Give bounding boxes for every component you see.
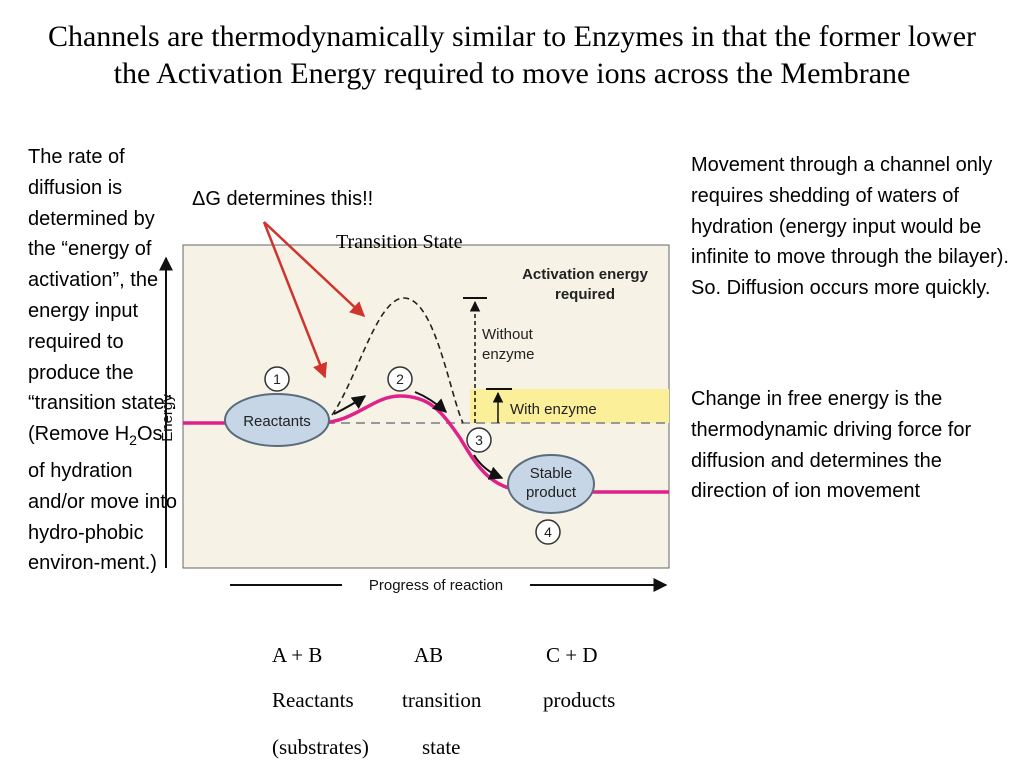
y-axis-label: Energy — [159, 394, 176, 442]
without-enzyme-label-2: enzyme — [482, 346, 535, 363]
eq-ab: AB — [414, 643, 444, 667]
channel-paragraph: Movement through a channel only requires… — [691, 154, 1009, 300]
without-enzyme-label-1: Without — [482, 326, 534, 343]
step-3-circle — [466, 427, 492, 453]
red-arrow-to-peak — [263, 221, 366, 318]
eq-a-plus-b: A + B — [272, 643, 323, 667]
red-arrow-to-reactants — [262, 221, 328, 379]
step-3-label: 3 — [475, 432, 483, 448]
uncatalyzed-curve — [325, 297, 464, 424]
transition-state-label: Transition State — [336, 231, 463, 253]
delta-g-annotation: ΔG determines this!! — [192, 188, 374, 210]
reactants-label: Reactants — [243, 413, 311, 430]
left-text-part2: Os of hydration and/or move into hydro-p… — [28, 423, 177, 575]
step-1-label: 1 — [273, 371, 281, 387]
eq-reactants: Reactants — [272, 688, 354, 712]
eq-state: state — [422, 735, 461, 759]
left-description: The rate of diffusion is determined by t… — [28, 142, 178, 579]
product-label-2: product — [526, 484, 577, 501]
eq-c-plus-d: C + D — [546, 643, 598, 667]
eq-substrates: (substrates) — [272, 735, 369, 759]
step-1-circle — [264, 366, 290, 392]
product-label-1: Stable — [530, 465, 573, 482]
step-4-label: 4 — [544, 524, 552, 540]
step-2-label: 2 — [396, 371, 404, 387]
with-enzyme-label: With enzyme — [510, 401, 597, 418]
flow-arrow-3 — [473, 454, 504, 480]
eq-products: products — [543, 688, 616, 712]
flow-arrow-1 — [333, 395, 367, 415]
eq-transition: transition — [402, 688, 482, 712]
product-bubble — [507, 454, 595, 514]
step-2-circle — [387, 366, 413, 392]
slide-title: Channels are thermodynamically similar t… — [47, 20, 977, 90]
x-axis-label: Progress of reaction — [369, 577, 503, 594]
left-text-part1: The rate of diffusion is determined by t… — [28, 146, 177, 446]
subscript-two: 2 — [129, 432, 137, 449]
activation-header-2: required — [555, 286, 615, 303]
activation-header-1: Activation energy — [522, 266, 649, 283]
free-energy-paragraph: Change in free energy is the thermodynam… — [691, 388, 972, 503]
reactants-bubble — [224, 393, 330, 447]
flow-arrow-2 — [414, 391, 448, 413]
step-4-circle — [535, 519, 561, 545]
